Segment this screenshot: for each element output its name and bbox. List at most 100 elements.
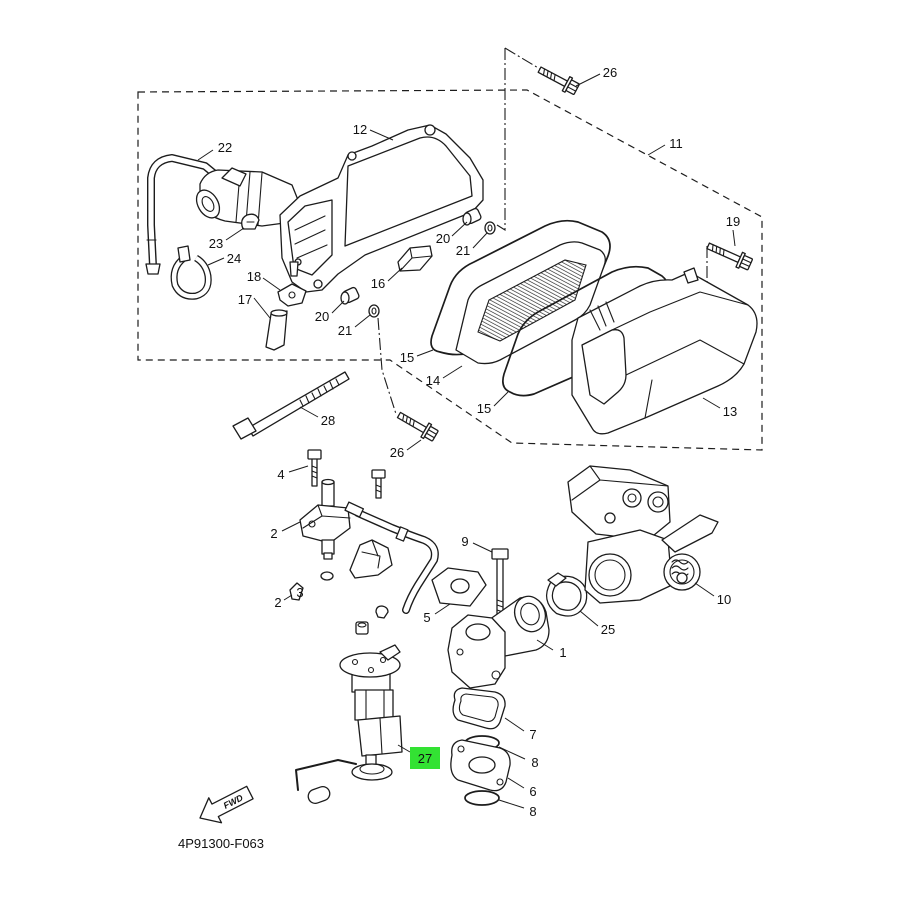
- callout-5: 5: [423, 610, 430, 625]
- drain-tube-17: [265, 309, 288, 351]
- callout-21: 21: [456, 243, 470, 258]
- callout-23: 23: [209, 236, 223, 251]
- leader-line: [504, 717, 525, 732]
- reference-line-top-bolt: [496, 47, 541, 231]
- seal-15-rear: [502, 265, 670, 397]
- leader-line: [451, 221, 468, 237]
- leader-line: [288, 465, 309, 473]
- callout-6: 6: [529, 784, 536, 799]
- leader-line: [493, 391, 509, 407]
- callout-8: 8: [531, 755, 538, 770]
- fuel-hose: [354, 509, 439, 614]
- callout-25: 25: [601, 622, 615, 637]
- hose-band-25: [545, 572, 588, 617]
- fuel-valve-2: [299, 478, 365, 560]
- callout-2-second: 2: [274, 595, 281, 610]
- bolt-4: [307, 449, 322, 487]
- callout-24: 24: [227, 251, 241, 266]
- assembly-boundary-dashed: [137, 89, 763, 451]
- bolt-19: [706, 242, 753, 271]
- callout-21-lower: 21: [338, 323, 352, 338]
- fwd-arrow-icon: FWD: [199, 785, 254, 824]
- collar-20-lower: [340, 286, 360, 305]
- leader-line: [442, 365, 463, 379]
- callout-7: 7: [529, 727, 536, 742]
- bolt-26-lower: [396, 411, 439, 442]
- callout-16: 16: [371, 276, 385, 291]
- highlight-box: [410, 747, 440, 769]
- callout-9: 9: [461, 534, 468, 549]
- leader-line: [369, 129, 394, 141]
- o-ring-8-lower: [464, 790, 500, 806]
- leader-line: [207, 257, 225, 266]
- hose-fitting: [355, 621, 369, 635]
- leader-line: [472, 232, 488, 249]
- leader-line: [536, 639, 554, 651]
- throttle-body-10: [567, 465, 719, 604]
- leader-line: [647, 144, 666, 156]
- reference-line-lower-bolt: [377, 317, 397, 415]
- callout-15-second: 15: [477, 401, 491, 416]
- gasket-5: [431, 567, 487, 607]
- air-cleaner-case: [279, 124, 484, 293]
- intake-duct: [195, 167, 301, 227]
- callout-28: 28: [321, 413, 335, 428]
- grommet-21-upper: [484, 221, 496, 235]
- leader-line: [732, 229, 736, 247]
- leader-line: [694, 582, 715, 597]
- callout-1: 1: [559, 645, 566, 660]
- leader-line: [406, 439, 422, 451]
- sensor-27: [295, 644, 403, 805]
- clip-18: [277, 283, 307, 307]
- bolt-26-top: [537, 66, 580, 95]
- leader-line: [472, 542, 493, 553]
- callout-13: 13: [723, 404, 737, 419]
- callout-19: 19: [726, 214, 740, 229]
- callout-15: 15: [400, 350, 414, 365]
- cable-tie-28: [232, 371, 350, 440]
- callout-26: 26: [603, 65, 617, 80]
- leader-line: [579, 610, 599, 627]
- leader-line: [197, 149, 214, 161]
- leader-line: [281, 521, 301, 532]
- leader-line: [225, 227, 245, 241]
- clip-3: [289, 582, 304, 601]
- hose-band-24: [170, 245, 212, 300]
- callout-8-second: 8: [529, 804, 536, 819]
- leader-line: [283, 594, 293, 601]
- bolt-upper-small: [371, 469, 386, 499]
- leader-line: [397, 744, 411, 753]
- leader-lines: [197, 73, 736, 809]
- callout-3: 3: [296, 585, 303, 600]
- o-ring-small: [320, 571, 334, 581]
- filter-element-14: [455, 241, 606, 365]
- leader-line: [575, 73, 601, 87]
- breather-hose: [145, 154, 226, 275]
- leader-line: [507, 777, 525, 789]
- callout-22: 22: [218, 140, 232, 155]
- callout-20-lower: 20: [315, 309, 329, 324]
- grommet-21-lower: [368, 304, 380, 318]
- leader-line: [498, 799, 525, 809]
- case-cap-13: [571, 267, 758, 435]
- leader-line: [434, 603, 451, 615]
- clip-23: [241, 213, 260, 230]
- callout-11: 11: [669, 136, 683, 151]
- leader-line: [498, 746, 526, 760]
- gasket-7: [452, 687, 506, 730]
- callout-12: 12: [353, 122, 367, 137]
- leader-line: [253, 297, 271, 319]
- callout-4: 4: [277, 467, 284, 482]
- callout-27-highlighted: 27: [418, 751, 432, 766]
- callout-labels: 26 12 11 22 19 20 21 23 24 16 18 17 20 2…: [209, 65, 740, 819]
- leader-line: [702, 397, 721, 409]
- leader-line: [387, 267, 403, 282]
- collar-20-upper: [462, 207, 482, 226]
- callout-2: 2: [270, 526, 277, 541]
- gasket-6: [450, 739, 511, 792]
- block-16: [397, 245, 433, 272]
- diagram-code: 4P91300-F063: [178, 836, 264, 851]
- leader-line: [331, 300, 345, 314]
- callout-17: 17: [238, 292, 252, 307]
